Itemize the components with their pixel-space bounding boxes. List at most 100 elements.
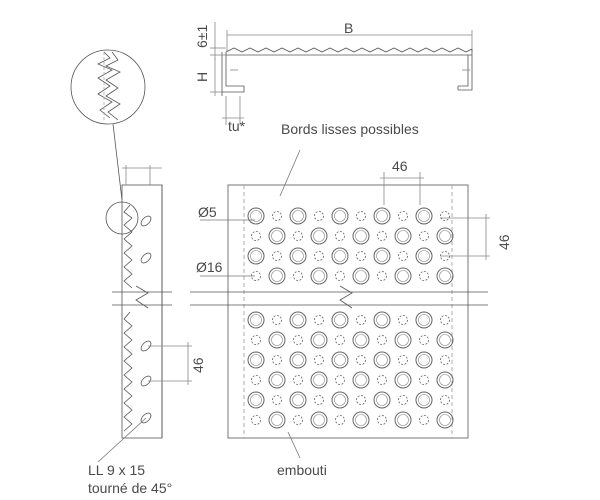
hole-large	[268, 267, 286, 285]
hole-large-inner	[376, 210, 388, 222]
hole-large-inner	[250, 210, 262, 222]
hole-small	[419, 271, 429, 281]
hole-large	[331, 207, 349, 225]
hole-large	[394, 227, 412, 245]
hole-large	[247, 391, 265, 409]
hole-large	[436, 411, 454, 429]
dim-thickness-label: 6±1	[194, 24, 210, 48]
hole-small	[251, 335, 261, 345]
hole-large-inner	[418, 210, 430, 222]
hole-large-inner	[397, 270, 409, 282]
hole-large-inner	[313, 414, 325, 426]
hole-large	[394, 371, 412, 389]
hole-small	[377, 375, 387, 385]
hole-small	[356, 395, 366, 405]
hole-large-inner	[439, 230, 451, 242]
hole-small	[314, 251, 324, 261]
hole-large-inner	[439, 334, 451, 346]
hole-large	[310, 331, 328, 349]
hole-large	[373, 311, 391, 329]
hole-small	[251, 415, 261, 425]
hole-large-inner	[397, 414, 409, 426]
hole-large	[436, 371, 454, 389]
hole-small	[440, 395, 450, 405]
hole-large	[289, 247, 307, 265]
hole-small	[293, 375, 303, 385]
hole-large	[373, 247, 391, 265]
hole-large	[310, 267, 328, 285]
hole-small	[398, 355, 408, 365]
hole-small	[356, 355, 366, 365]
hole-large	[289, 351, 307, 369]
hole-large-inner	[439, 270, 451, 282]
hole-large-inner	[418, 394, 430, 406]
hole-large-inner	[313, 270, 325, 282]
hole-small	[377, 231, 387, 241]
hole-large	[268, 371, 286, 389]
hole-small	[293, 231, 303, 241]
hole-large	[373, 391, 391, 409]
hole-large-inner	[355, 334, 367, 346]
hole-large	[331, 311, 349, 329]
hole-large-inner	[250, 314, 262, 326]
hole-large-inner	[355, 230, 367, 242]
hole-small	[398, 211, 408, 221]
hole-small	[377, 415, 387, 425]
hole-small	[377, 271, 387, 281]
hole-small	[293, 335, 303, 345]
hole-large	[268, 227, 286, 245]
hole-small	[272, 395, 282, 405]
hole-small	[398, 315, 408, 325]
hole-large-inner	[376, 314, 388, 326]
side-view	[97, 165, 192, 463]
hole-small	[335, 271, 345, 281]
hole-large-inner	[355, 270, 367, 282]
hole-large	[415, 391, 433, 409]
hole-large-inner	[355, 414, 367, 426]
hole-large	[373, 207, 391, 225]
embouti-label: embouti	[277, 462, 327, 478]
hole-large	[331, 391, 349, 409]
hole-large-inner	[292, 314, 304, 326]
hole-small	[377, 335, 387, 345]
hole-large	[310, 411, 328, 429]
hole-small	[419, 415, 429, 425]
hole-small	[419, 231, 429, 241]
hole-large-inner	[292, 354, 304, 366]
hole-large-inner	[250, 250, 262, 262]
hole-small	[335, 335, 345, 345]
hole-small	[293, 271, 303, 281]
hole-large-inner	[292, 394, 304, 406]
hole-large	[247, 351, 265, 369]
detail-circle	[70, 49, 146, 201]
hole-small	[356, 251, 366, 261]
hole-small	[398, 251, 408, 261]
hole-small	[272, 211, 282, 221]
diam-large-label: Ø16	[196, 259, 223, 275]
hole-large	[436, 227, 454, 245]
hole-small	[419, 375, 429, 385]
hole-small	[440, 211, 450, 221]
hole-large	[247, 247, 265, 265]
hole-large	[415, 247, 433, 265]
bords-label: Bords lisses possibles	[281, 121, 419, 137]
hole-small	[293, 415, 303, 425]
hole-large	[352, 227, 370, 245]
hole-large	[352, 371, 370, 389]
hole-small	[335, 375, 345, 385]
hole-small	[272, 251, 282, 261]
dim-B-label: B	[344, 20, 354, 36]
hole-small	[356, 211, 366, 221]
hole-large-inner	[313, 374, 325, 386]
hole-large	[394, 267, 412, 285]
hole-small	[419, 335, 429, 345]
hole-large-inner	[271, 334, 283, 346]
hole-large	[394, 411, 412, 429]
diam-small-label: Ø5	[198, 204, 217, 220]
hole-large-inner	[292, 210, 304, 222]
hole-small	[251, 271, 261, 281]
hole-large-inner	[418, 314, 430, 326]
hole-large-inner	[439, 374, 451, 386]
